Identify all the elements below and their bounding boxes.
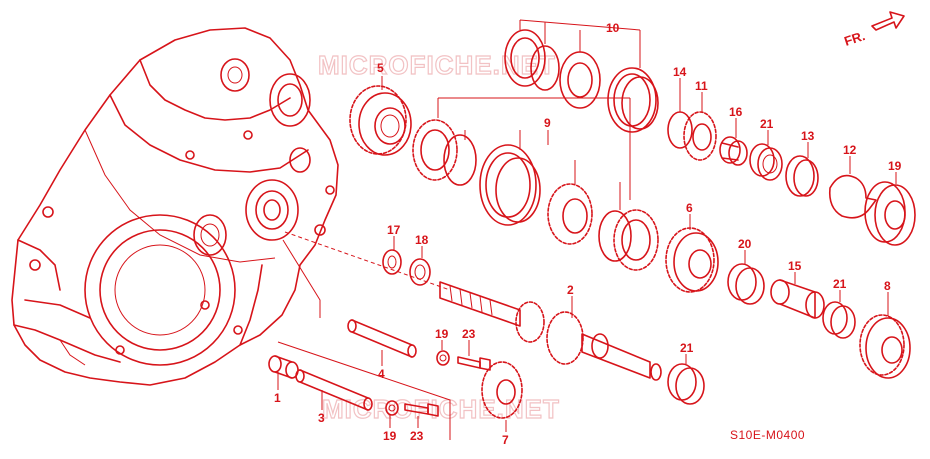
needle-bearing-22: [749, 143, 783, 181]
washer-19-lower: [385, 400, 399, 416]
callout-9: 9: [544, 116, 551, 130]
bolt-23-lower: [404, 403, 439, 417]
synchro-assembly-10: [504, 19, 659, 133]
callout-3: 3: [318, 411, 325, 425]
spacer-15: [770, 279, 825, 319]
callout-19-lower: 19: [383, 429, 397, 443]
callout-1: 1: [274, 391, 281, 405]
needle-bearing-21a: [727, 263, 765, 305]
callout-18: 18: [415, 233, 429, 247]
callout-13: 13: [801, 129, 815, 143]
shaft-4: [282, 239, 417, 358]
gear-11: [683, 111, 717, 161]
callout-7: 7: [502, 433, 509, 447]
synchro-ring-13: [785, 155, 819, 197]
callout-8: 8: [884, 279, 891, 293]
watermark-top: MICROFICHE.NET: [318, 50, 556, 80]
needle-bearing-21b: [822, 301, 856, 339]
needle-bearing-21c: [667, 363, 705, 405]
gear-7: [481, 361, 523, 419]
callout-11: 11: [695, 79, 708, 93]
gear-6: [665, 227, 719, 293]
callout-15: 15: [788, 259, 802, 273]
callout-23-lower: 23: [410, 429, 424, 443]
transmission-housing: [11, 27, 339, 386]
bearing-20: [864, 181, 916, 246]
callout-23-upper: 23: [462, 327, 476, 341]
diagram-code: S10E-M0400: [730, 428, 805, 442]
callout-19-upper: 19: [435, 327, 449, 341]
collar-16: [719, 136, 748, 166]
callout-2: 2: [567, 283, 574, 297]
callout-20: 19: [888, 159, 902, 173]
callout-6: 6: [686, 201, 693, 215]
axis-line: [284, 231, 451, 291]
synchro-assembly-9: [412, 97, 659, 271]
leader-lines: [277, 76, 897, 432]
arrow-icon: [871, 11, 905, 31]
watermark-bottom: MICROFICHE.NET: [322, 394, 560, 424]
callout-22: 21: [760, 117, 774, 131]
bracket-line: [277, 341, 451, 440]
callout-21a: 20: [738, 237, 752, 251]
callout-16: 16: [729, 105, 743, 119]
gear-8: [859, 314, 911, 379]
plate-12: [828, 174, 877, 219]
front-direction-label: FR.: [842, 28, 867, 49]
washer-17: [382, 249, 402, 275]
washer-19-upper: [436, 350, 450, 366]
callout-5: 5: [377, 61, 384, 75]
callout-17: 17: [387, 223, 401, 237]
callout-21b: 21: [833, 277, 847, 291]
washer-18: [409, 258, 431, 286]
mainshaft-2: [439, 281, 662, 381]
callout-4: 4: [378, 367, 385, 381]
callout-10: 10: [606, 21, 620, 35]
gear-5: [349, 85, 412, 156]
bolt-23-upper: [457, 356, 491, 371]
callout-12: 12: [843, 143, 857, 157]
front-arrow: FR.: [842, 11, 905, 49]
rod-3: [295, 369, 373, 411]
collar-1: [268, 355, 299, 379]
callout-14: 14: [673, 65, 687, 79]
ring-14: [667, 111, 693, 149]
callout-21c: 21: [680, 341, 694, 355]
